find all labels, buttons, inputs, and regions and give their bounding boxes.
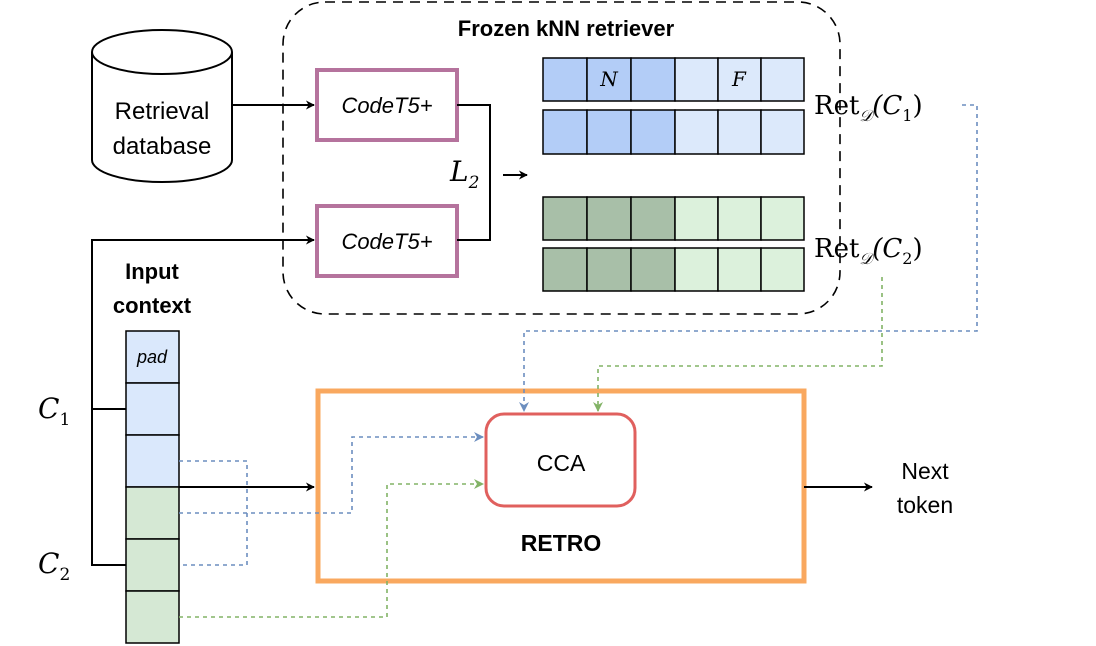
ret-c2-to-cca-path <box>593 277 883 412</box>
database-label-line2: database <box>113 133 212 160</box>
neighbor-grid-c1 <box>542 57 805 155</box>
c1-to-encoder-line <box>91 235 315 410</box>
input-context-column <box>125 330 180 644</box>
encoder-bottom-box <box>315 204 459 278</box>
encoder-bottom-output <box>457 175 491 241</box>
distance-label: L2 <box>449 155 479 193</box>
c2-query-to-cca-path <box>179 479 484 618</box>
pad-token-label: pad <box>136 347 168 367</box>
encoder-top-output <box>457 104 491 175</box>
chunk-c1-label: C1 <box>38 392 70 430</box>
encoder-bottom-label: CodeT5+ <box>341 229 432 254</box>
input-context-label-line2: context <box>113 293 192 318</box>
next-token-label-line1: Next <box>901 458 949 484</box>
continuation-label: F <box>731 67 747 91</box>
c1-query-to-cca-path <box>179 432 484 514</box>
c2-to-encoder-line <box>91 409 126 566</box>
database-label-line1: Retrieval <box>115 98 210 125</box>
ret-label-c2: Ret𝒟(C2) <box>814 234 923 268</box>
encoder-top-box <box>315 68 459 142</box>
input-context-label-line1: Input <box>125 259 179 284</box>
cca-label: CCA <box>537 450 586 476</box>
neighbor-label: N <box>599 67 619 91</box>
encoder-top-label: CodeT5+ <box>341 93 432 118</box>
cca-box <box>484 412 637 508</box>
ret-label-c1: Ret𝒟(C1) <box>814 91 923 125</box>
retriever-box <box>282 1 841 315</box>
database-icon <box>91 29 233 183</box>
chunk-c2-label: C2 <box>38 547 70 585</box>
retriever-title: Frozen kNN retriever <box>458 16 675 41</box>
neighbor-grid-c2 <box>542 196 805 292</box>
ret-c1-to-cca-path <box>519 104 978 412</box>
retro-title: RETRO <box>521 530 602 556</box>
next-token-label-line2: token <box>897 492 953 518</box>
